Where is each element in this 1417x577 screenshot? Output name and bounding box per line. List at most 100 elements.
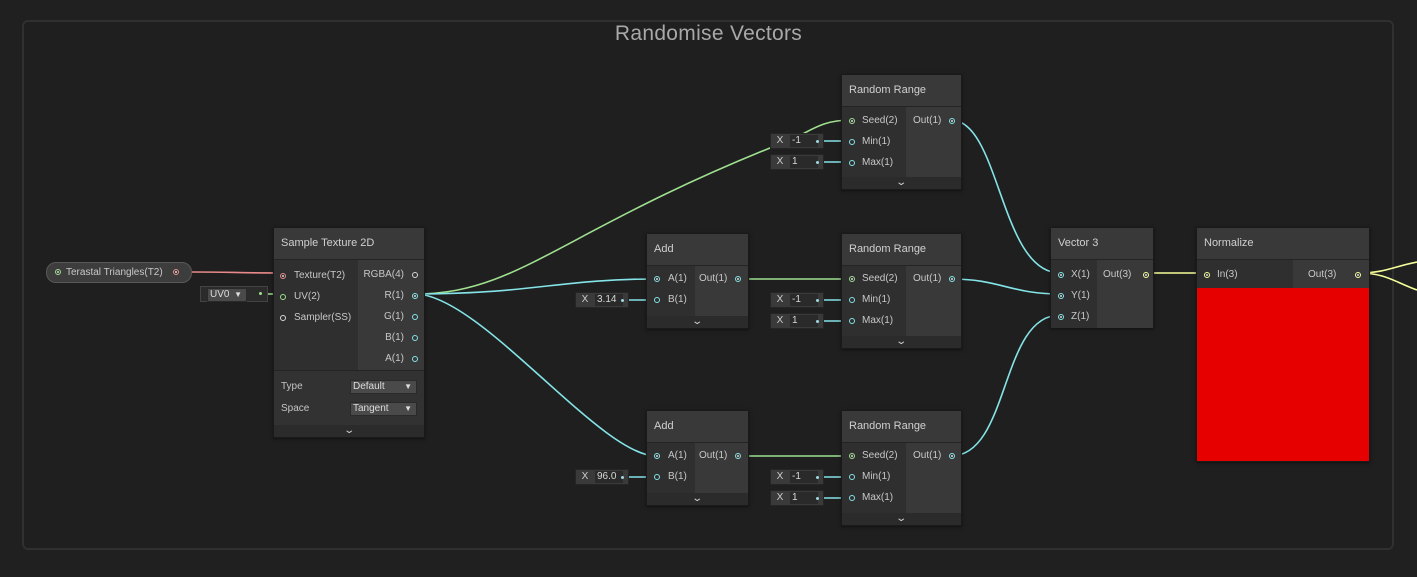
add2-b-field[interactable]: X 96.0 [575,469,629,485]
expand-toggle[interactable]: ⌄ [842,177,961,189]
preview-swatch[interactable] [1197,288,1369,461]
port-label: Z(1) [1071,311,1090,322]
dropdown-arrow-icon: ▼ [404,404,412,413]
group-title[interactable]: Randomise Vectors [614,22,803,45]
port-a[interactable]: A(1) [358,351,418,367]
port-b[interactable]: B(1) [358,330,418,346]
port-out[interactable]: Out(1) [913,113,955,129]
max-value[interactable]: 1 [790,315,818,327]
port-label: Out(1) [699,450,728,461]
port-label: A(1) [385,353,404,364]
random1-max-field[interactable]: X 1 [770,154,824,170]
space-value: Tangent [353,403,389,414]
port-dot-icon [280,294,286,300]
wire-random1-to-x [950,119,1061,274]
port-label: UV(2) [294,291,321,302]
axis-label: X [776,471,784,482]
port-dot-icon [412,335,418,341]
node-normalize[interactable]: Normalize In(3) Out(3) [1196,227,1370,462]
port-out[interactable]: Out(1) [699,271,741,287]
port-out[interactable]: Out(3) [1308,267,1361,283]
port-rgba[interactable]: RGBA(4) [358,267,418,283]
uv-channel-dropdown[interactable]: UV0 ▼ [207,288,247,302]
node-title[interactable]: Sample Texture 2D [274,228,424,260]
port-dot-icon [654,297,660,303]
node-title[interactable]: Random Range [842,234,961,266]
node-title[interactable]: Normalize [1197,228,1369,260]
node-sample-texture-2d[interactable]: Sample Texture 2D Texture(T2) UV(2) Samp… [273,227,425,438]
port-dot-icon [1058,272,1064,278]
port-dot-icon [412,272,418,278]
port-out[interactable]: Out(1) [699,448,741,464]
port-dot-icon [654,474,660,480]
expand-toggle[interactable]: ⌄ [842,513,961,525]
b-value[interactable]: 3.14 [595,294,623,306]
port-dot-icon [621,476,624,479]
max-value[interactable]: 1 [790,492,818,504]
port-label: Seed(2) [862,115,898,126]
port-dot-icon [816,299,819,302]
space-dropdown[interactable]: Tangent ▼ [350,402,417,416]
wire-r-to-add1 [414,278,657,295]
property-dot-icon [55,269,61,275]
property-output-port-icon[interactable] [173,269,179,275]
port-g[interactable]: G(1) [358,309,418,325]
node-random-range-2[interactable]: Random Range Seed(2) Min(1) Max(1) Out(1… [841,233,962,349]
port-r[interactable]: R(1) [358,288,418,304]
node-title[interactable]: Add [647,234,748,266]
node-add-2[interactable]: Add A(1) B(1) Out(1) ⌄ [646,410,749,506]
uv-default-field[interactable]: UV0 ▼ [200,286,268,302]
node-title[interactable]: Random Range [842,411,961,443]
min-value[interactable]: -1 [790,471,818,483]
expand-toggle[interactable]: ⌄ [647,493,748,505]
port-dot-icon [735,276,741,282]
property-node-terastal-triangles[interactable]: Terastal Triangles(T2) [46,262,192,283]
min-value[interactable]: -1 [790,294,818,306]
wire-r-to-random1 [414,119,852,295]
node-random-range-3[interactable]: Random Range Seed(2) Min(1) Max(1) Out(1… [841,410,962,526]
random2-min-field[interactable]: X -1 [770,292,824,308]
random3-min-field[interactable]: X -1 [770,469,824,485]
port-label: Min(1) [862,136,891,147]
node-title[interactable]: Add [647,411,748,443]
port-out[interactable]: Out(1) [913,448,955,464]
wire-random2-to-y [950,278,1061,295]
port-dot-icon [849,495,855,501]
add1-b-field[interactable]: X 3.14 [575,292,629,308]
port-out[interactable]: Out(1) [913,271,955,287]
node-title[interactable]: Random Range [842,75,961,107]
port-dot-icon [849,474,855,480]
port-dot-icon [849,139,855,145]
expand-toggle[interactable]: ⌄ [274,425,424,437]
max-value[interactable]: 1 [790,156,818,168]
axis-label: X [776,294,784,305]
node-title[interactable]: Vector 3 [1051,228,1153,260]
property-label: Terastal Triangles(T2) [66,267,163,278]
random3-max-field[interactable]: X 1 [770,490,824,506]
wire-r-to-add2 [414,293,657,457]
port-label: B(1) [668,471,687,482]
chevron-down-icon: ⌄ [895,513,908,524]
port-label: In(3) [1217,269,1238,280]
expand-toggle[interactable]: ⌄ [647,316,748,328]
chevron-down-icon: ⌄ [895,336,908,347]
port-dot-icon [412,356,418,362]
node-add-1[interactable]: Add A(1) B(1) Out(1) ⌄ [646,233,749,329]
min-value[interactable]: -1 [790,135,818,147]
chevron-down-icon: ⌄ [691,316,704,327]
port-out[interactable]: Out(3) [1103,267,1149,283]
port-dot-icon [816,140,819,143]
node-vector-3[interactable]: Vector 3 X(1) Y(1) Z(1) Out(3) [1050,227,1154,328]
port-label: B(1) [385,332,404,343]
type-dropdown[interactable]: Default ▼ [350,380,417,394]
random2-max-field[interactable]: X 1 [770,313,824,329]
random1-min-field[interactable]: X -1 [770,133,824,149]
node-random-range-1[interactable]: Random Range Seed(2) Min(1) Max(1) Out(1… [841,74,962,190]
port-dot-icon [1355,272,1361,278]
b-value[interactable]: 96.0 [595,471,623,483]
port-dot-icon [849,453,855,459]
port-label: G(1) [384,311,404,322]
port-dot-icon [949,118,955,124]
expand-toggle[interactable]: ⌄ [842,336,961,348]
axis-label: X [776,315,784,326]
